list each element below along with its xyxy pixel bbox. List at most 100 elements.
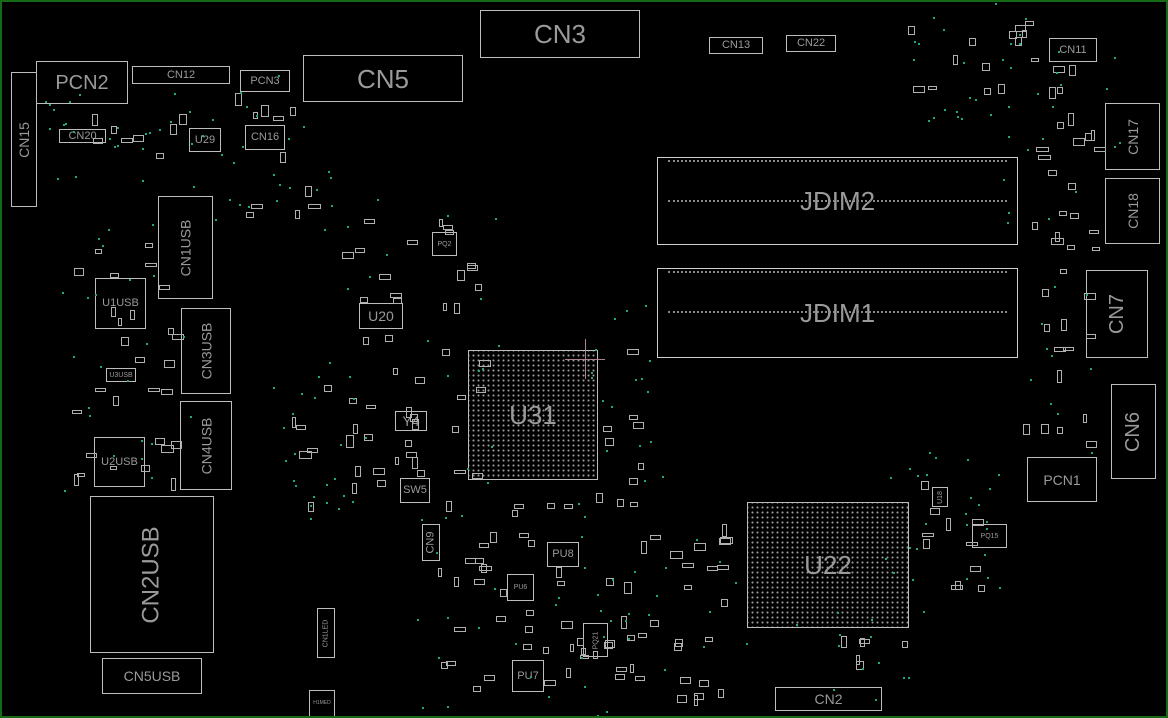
component-cn5usb[interactable]: CN5USB bbox=[102, 658, 202, 694]
component-cn1usb[interactable]: CN1USB bbox=[158, 196, 213, 299]
test-point bbox=[159, 128, 162, 131]
pad bbox=[1057, 87, 1064, 95]
component-u2usb[interactable]: U2USB bbox=[94, 437, 145, 487]
pad bbox=[977, 584, 985, 592]
component-u29[interactable]: U29 bbox=[189, 128, 221, 152]
pad bbox=[389, 293, 402, 299]
pad bbox=[1089, 229, 1100, 234]
test-point bbox=[426, 339, 429, 342]
component-jdim2[interactable]: JDIM2 bbox=[657, 157, 1018, 245]
component-h1med[interactable]: H1MED bbox=[309, 690, 335, 716]
pad bbox=[576, 638, 584, 647]
pad bbox=[307, 502, 314, 513]
test-point bbox=[928, 119, 931, 122]
component-cn5[interactable]: CN5 bbox=[303, 55, 463, 102]
cursor-crosshair-vertical bbox=[585, 339, 586, 379]
component-cn7[interactable]: CN7 bbox=[1086, 270, 1148, 358]
component-u1usb[interactable]: U1USB bbox=[95, 278, 146, 329]
pad bbox=[1038, 154, 1052, 160]
pad bbox=[1053, 65, 1066, 73]
component-cn2usb[interactable]: CN2USB bbox=[90, 496, 214, 653]
component-jdim1[interactable]: JDIM1 bbox=[657, 268, 1018, 358]
test-point bbox=[242, 146, 245, 149]
pad bbox=[1061, 319, 1068, 332]
test-point bbox=[1053, 285, 1056, 288]
component-cn1led[interactable]: CN1LED bbox=[317, 608, 335, 658]
test-point bbox=[746, 643, 749, 646]
test-point bbox=[837, 612, 840, 615]
component-cn3[interactable]: CN3 bbox=[480, 10, 640, 58]
component-u18[interactable]: U18 bbox=[932, 487, 948, 507]
test-point bbox=[985, 521, 988, 524]
pad bbox=[437, 567, 442, 577]
component-cn11[interactable]: CN11 bbox=[1049, 38, 1097, 62]
pad bbox=[1082, 414, 1087, 424]
pad bbox=[305, 186, 313, 198]
pad bbox=[615, 673, 626, 680]
component-cn15[interactable]: CN15 bbox=[11, 72, 37, 207]
test-point bbox=[558, 596, 561, 599]
test-point bbox=[609, 619, 612, 622]
component-cn13[interactable]: CN13 bbox=[709, 37, 763, 54]
test-point bbox=[325, 484, 328, 487]
pad bbox=[406, 240, 418, 246]
test-point bbox=[61, 291, 64, 294]
test-point bbox=[152, 223, 155, 226]
test-point bbox=[288, 138, 291, 141]
component-u31[interactable]: U31 bbox=[468, 350, 598, 480]
test-point bbox=[1106, 88, 1109, 91]
test-point bbox=[1026, 149, 1029, 152]
component-pcn2[interactable]: PCN2 bbox=[36, 61, 128, 104]
component-cn2[interactable]: CN2 bbox=[775, 687, 882, 711]
pad bbox=[464, 557, 476, 564]
component-cn12[interactable]: CN12 bbox=[132, 66, 230, 84]
test-point bbox=[998, 474, 1001, 477]
pad bbox=[637, 462, 644, 470]
test-point bbox=[735, 582, 738, 585]
component-pq15[interactable]: PQ15 bbox=[972, 524, 1007, 548]
component-sw5[interactable]: SW5 bbox=[400, 478, 430, 503]
pad bbox=[280, 151, 287, 163]
test-point bbox=[294, 484, 297, 487]
pad bbox=[113, 395, 120, 406]
component-pcn1[interactable]: PCN1 bbox=[1027, 457, 1097, 502]
test-point bbox=[661, 476, 664, 479]
pad bbox=[525, 626, 534, 634]
pad bbox=[363, 433, 373, 441]
pad bbox=[629, 477, 639, 485]
pad bbox=[260, 104, 269, 117]
pad bbox=[355, 466, 362, 478]
pad bbox=[627, 349, 640, 356]
pad bbox=[1086, 440, 1098, 448]
component-cn17[interactable]: CN17 bbox=[1105, 103, 1160, 170]
test-point bbox=[331, 205, 334, 208]
component-u22[interactable]: U22 bbox=[747, 502, 909, 628]
component-cn16[interactable]: CN16 bbox=[245, 125, 285, 150]
pad bbox=[1057, 369, 1063, 383]
component-cn22[interactable]: CN22 bbox=[786, 35, 836, 52]
pad bbox=[1025, 20, 1035, 26]
component-pu8[interactable]: PU8 bbox=[547, 542, 579, 567]
pad bbox=[453, 469, 466, 474]
component-pu6[interactable]: PU6 bbox=[507, 574, 534, 601]
component-cn18[interactable]: CN18 bbox=[1105, 178, 1160, 244]
pad bbox=[1084, 133, 1092, 142]
test-point bbox=[351, 500, 354, 503]
component-cn9[interactable]: CN9 bbox=[422, 524, 440, 561]
pad bbox=[489, 531, 497, 543]
test-point bbox=[386, 253, 389, 256]
component-cn4usb[interactable]: CN4USB bbox=[180, 401, 232, 490]
pad bbox=[604, 639, 615, 648]
pad bbox=[414, 377, 425, 385]
component-cn3usb[interactable]: CN3USB bbox=[181, 308, 231, 394]
pad bbox=[120, 336, 129, 346]
component-pu7[interactable]: PU7 bbox=[512, 660, 544, 692]
component-cn6[interactable]: CN6 bbox=[1111, 384, 1156, 479]
component-pcn3[interactable]: PCN3 bbox=[240, 70, 290, 92]
component-cn20[interactable]: CN20 bbox=[59, 129, 106, 143]
component-u20[interactable]: U20 bbox=[359, 303, 403, 329]
pad bbox=[144, 263, 157, 268]
component-u3usb[interactable]: U3USB bbox=[106, 368, 136, 382]
component-pq2[interactable]: PQ2 bbox=[432, 232, 457, 256]
